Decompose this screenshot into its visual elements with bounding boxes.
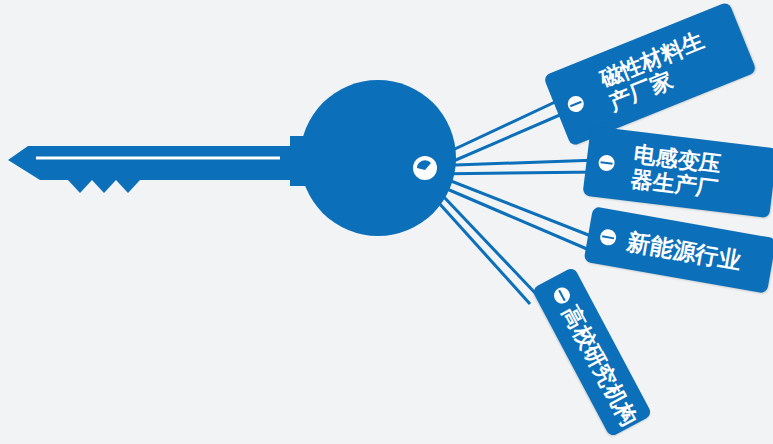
key-tag: 电感变压 器生产厂 <box>582 126 773 218</box>
key-hole-notch <box>417 160 431 170</box>
tag-label: 电感变压 器生产厂 <box>629 141 768 208</box>
key-head <box>300 80 456 236</box>
key-shaft <box>8 136 312 193</box>
tag-label: 磁性材料生 产厂家 <box>596 16 745 115</box>
tag-hole <box>599 228 618 247</box>
key-tag: 磁性材料生 产厂家 <box>543 1 757 146</box>
string-line <box>430 172 600 174</box>
key-groove <box>36 157 280 160</box>
tag-label: 高校研究机构 <box>557 302 641 430</box>
key-tag: 新能源行业 <box>584 206 773 293</box>
key-hole <box>413 156 437 180</box>
tag-hole <box>565 94 586 115</box>
tag-label: 新能源行业 <box>626 228 744 274</box>
tag-hole <box>551 285 573 307</box>
tag-hole <box>598 154 616 172</box>
key-tag: 高校研究机构 <box>531 267 652 438</box>
